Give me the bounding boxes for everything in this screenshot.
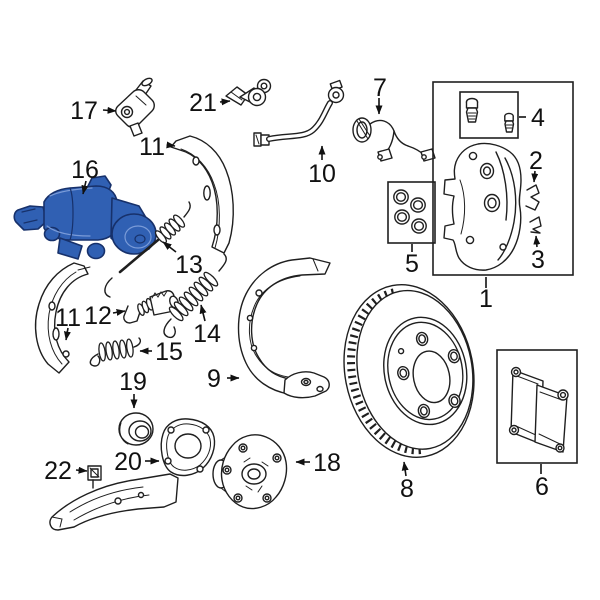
callout-leaders [63,98,542,477]
part-7-wire-harness [352,117,436,162]
callout-14: 14 [193,320,221,348]
part-13-spring [104,201,191,298]
leader-8 [401,461,409,477]
leader-3 [533,235,541,248]
callout-7: 7 [373,74,387,102]
box-5 [387,181,436,244]
part-3-clip [529,216,542,234]
leader-2 [531,170,539,183]
part-22-clip [87,465,102,489]
callout-10: 10 [308,160,336,188]
part-11-brake-shoe-lower [34,262,91,374]
callout-5: 5 [405,250,419,278]
callout-11a: 11 [139,133,165,161]
part-18-hub [212,434,288,510]
box-6 [496,349,578,464]
part-1-caliper [443,142,522,271]
leader-14 [199,304,207,322]
part-20-gasket [160,418,216,477]
box-4 [459,91,519,139]
callout-21: 21 [189,89,217,117]
callout-17: 17 [70,97,98,125]
part-8-brake-rotor [343,284,475,458]
callout-20: 20 [114,448,142,476]
part-brake-pad-shield [49,473,179,531]
leader-13 [162,241,177,253]
box-1 [432,81,574,276]
callout-2: 2 [529,147,543,175]
callout-8: 8 [400,475,414,503]
part-15-spring [89,337,142,367]
leader-21 [219,98,231,106]
callout-18: 18 [313,449,341,477]
part-6-brake-pads [508,366,569,453]
leader-17 [102,106,117,114]
leader-16 [81,180,89,195]
leader-11b [63,327,71,341]
part-2-clip [525,184,540,211]
leader-22 [75,466,88,474]
part-19-bearing [118,412,154,446]
part-4-bleeder-valves [465,97,515,133]
part-14-spring [163,253,227,339]
part-5-seal-rings [393,189,427,234]
part-11-brake-shoe-upper [170,135,234,254]
group-box-6 [496,349,578,464]
part-10-brake-hose [253,79,345,147]
callout-19: 19 [119,368,147,396]
part-16-caliper-highlighted [13,175,157,260]
callout-11b: 11 [55,304,81,332]
group-box-1 [432,81,574,276]
leader-11a [166,141,176,149]
callout-1: 1 [479,285,493,313]
group-box-5 [387,181,436,244]
callout-9: 9 [207,365,221,393]
callout-4: 4 [531,104,545,132]
part-21-sensor [225,78,272,107]
callout-13: 13 [175,251,203,279]
callout-6: 6 [535,473,549,501]
part-17-sensor [115,77,155,137]
callout-15: 15 [155,338,183,366]
part-9-splash-shield [237,257,331,399]
callout-labels: 1 2 3 4 5 6 7 8 9 10 11 11 12 13 14 15 1… [44,74,549,503]
callout-3: 3 [531,246,545,274]
callout-12: 12 [84,302,112,330]
leader-12 [112,308,126,316]
callout-16: 16 [71,156,99,184]
callout-22: 22 [44,457,72,485]
